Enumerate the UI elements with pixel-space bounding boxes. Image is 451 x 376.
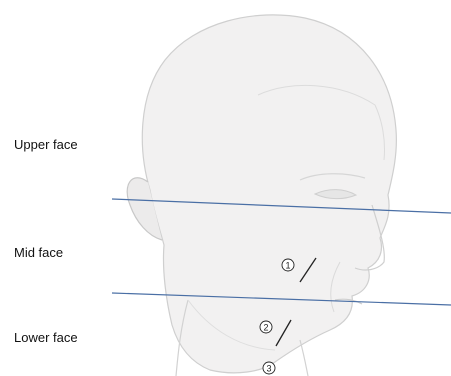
svg-text:1: 1 — [285, 261, 290, 271]
upper-face-label: Upper face — [14, 137, 78, 152]
mid-face-label: Mid face — [14, 245, 63, 260]
head-outline — [142, 15, 396, 373]
lower-face-label: Lower face — [14, 330, 78, 345]
svg-text:3: 3 — [266, 364, 271, 374]
marker-3: 3 — [263, 362, 275, 374]
svg-text:2: 2 — [263, 323, 268, 333]
